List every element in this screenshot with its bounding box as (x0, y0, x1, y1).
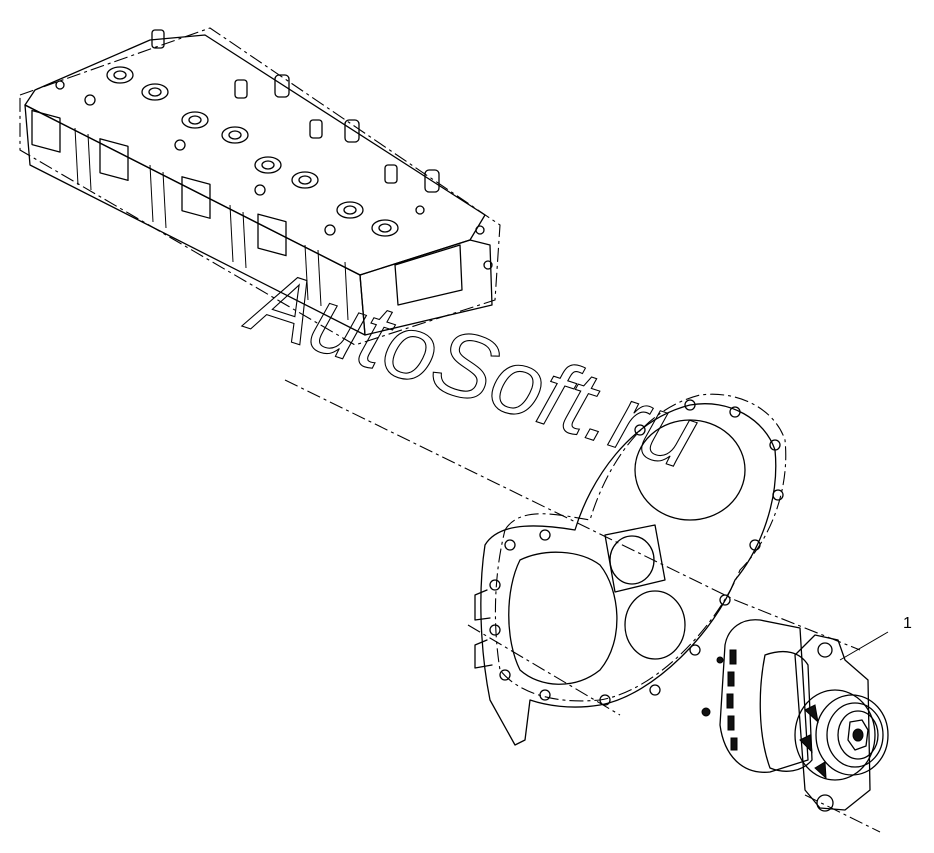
timing-gear-housing (474, 393, 787, 746)
housing-bolt-holes (489, 399, 784, 706)
pulley (815, 694, 889, 776)
exhaust-ports (31, 109, 287, 257)
head-studs (151, 29, 440, 193)
valve-holes (55, 66, 425, 237)
callout-1: 1 (839, 615, 912, 661)
cooling-fan (794, 689, 876, 781)
cylinder-head (19, 27, 501, 346)
assembly-lines (284, 379, 881, 833)
callout-label: 1 (903, 615, 912, 632)
